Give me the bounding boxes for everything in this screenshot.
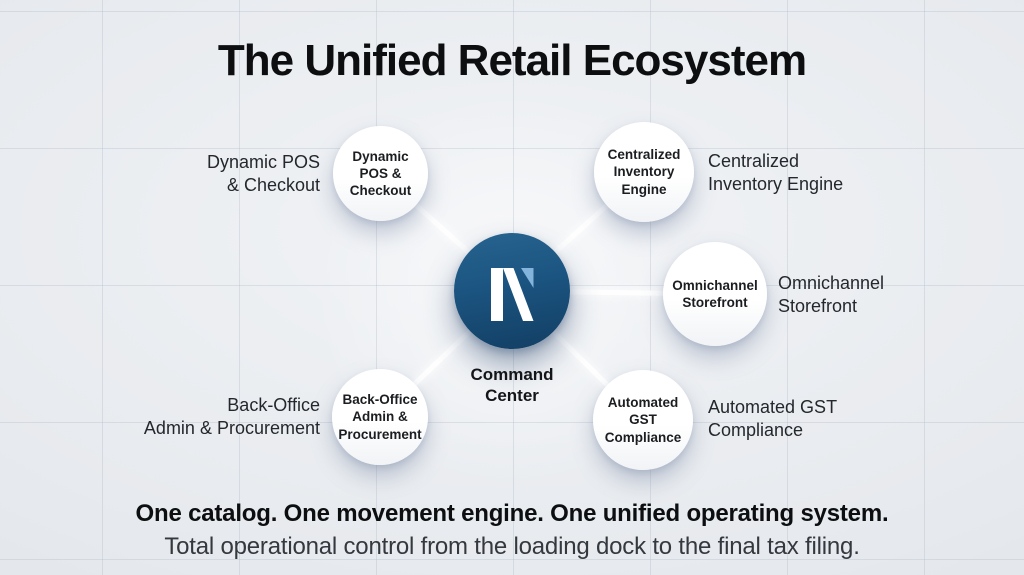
node-circle-text: Centralized Inventory Engine: [607, 147, 681, 197]
node-label-automated-gst-compliance: Automated GST Compliance: [708, 397, 838, 440]
node-circle-dynamic-pos-checkout: Dynamic POS & Checkout: [333, 126, 428, 221]
footer-tagline-bold: One catalog. One movement engine. One un…: [135, 500, 889, 527]
node-circle-text: Omnichannel Storefront: [672, 277, 758, 310]
node-label-back-office-admin-procurement: Back-Office Admin & Procurement: [143, 395, 320, 438]
node-circle-automated-gst-compliance: Automated GST Compliance: [593, 370, 693, 470]
footer-tagline-sub: Total operational control from the loadi…: [164, 533, 860, 560]
node-circle-back-office-admin-procurement: Back-Office Admin & Procurement: [332, 369, 428, 465]
page-title: The Unified Retail Ecosystem: [217, 36, 807, 85]
node-circle-omnichannel-storefront: Omnichannel Storefront: [663, 242, 767, 346]
node-label-centralized-inventory-engine: Centralized Inventory Engine: [708, 151, 844, 194]
n-mark-logo-icon: [491, 268, 534, 321]
node-circle-centralized-inventory-engine: Centralized Inventory Engine: [594, 122, 694, 222]
node-label-omnichannel-storefront: Omnichannel Storefront: [778, 273, 885, 316]
node-label-dynamic-pos-checkout: Dynamic POS & Checkout: [206, 152, 320, 195]
node-circle-text: Automated GST Compliance: [604, 395, 682, 445]
node-circle-text: Back-Office Admin & Procurement: [338, 392, 422, 442]
hub-label: Command Center: [470, 365, 554, 406]
node-circle-text: Dynamic POS & Checkout: [349, 148, 412, 199]
hub-circle-command-center: [454, 233, 570, 349]
